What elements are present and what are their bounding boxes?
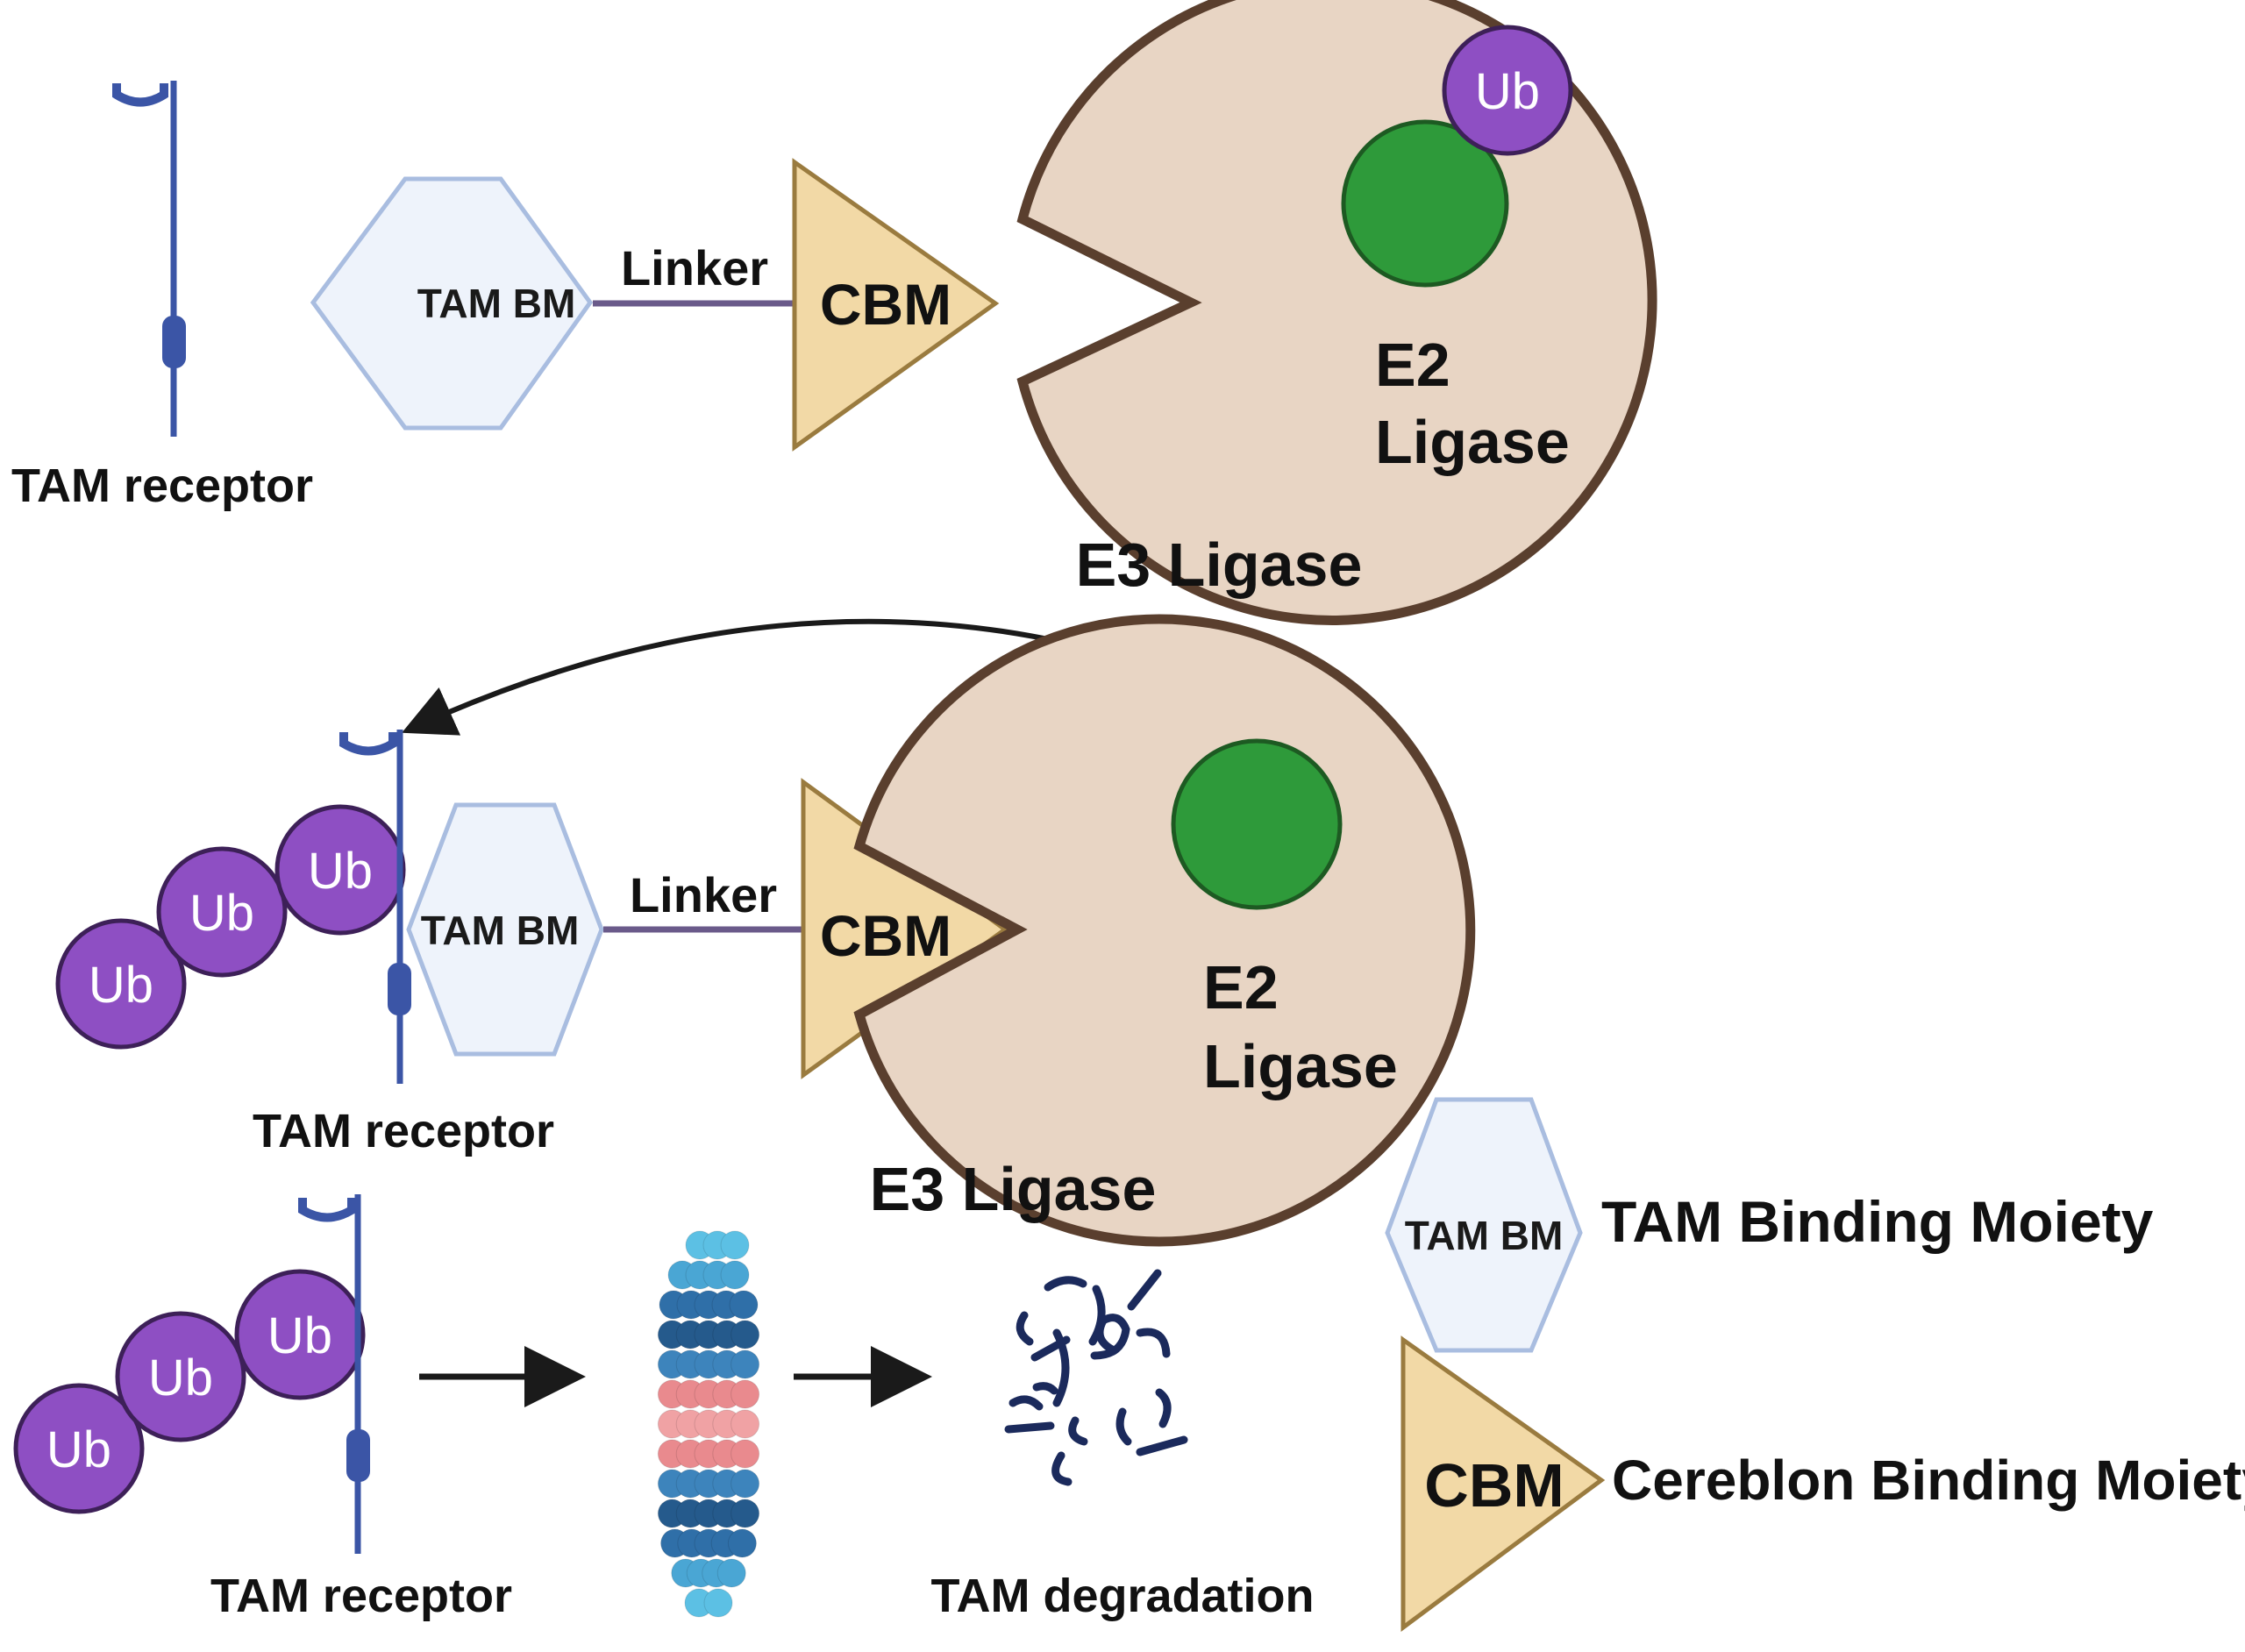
proteasome-bead <box>720 1260 750 1290</box>
triangle-label: CBM <box>820 272 951 337</box>
proteasome-bead <box>731 1320 760 1349</box>
receptor-label: TAM receptor <box>253 1105 554 1157</box>
legend-triangle <box>1400 1335 1606 1632</box>
panel-2: Ub Ub Ub TAM BM TAM receptor Linker CBM … <box>55 614 1476 1247</box>
legend-hexagon <box>1385 1097 1583 1353</box>
ub-label: Ub <box>148 1349 213 1406</box>
ub-circle <box>115 1311 246 1442</box>
proteasome-bead <box>731 1439 760 1469</box>
receptor-label: TAM receptor <box>11 459 313 512</box>
ub-label: Ub <box>189 885 254 942</box>
legend-hexagon-desc: TAM Binding Moiety <box>1601 1189 2154 1254</box>
ub-label: Ub <box>46 1421 111 1478</box>
peptide-fragments-icon <box>1004 1269 1188 1486</box>
ub-label: Ub <box>1475 63 1540 120</box>
proteasome-bead <box>729 1290 759 1320</box>
proteasome-bead <box>727 1528 757 1558</box>
ub-label: Ub <box>308 843 373 900</box>
ub-label: Ub <box>267 1307 332 1364</box>
proteasome-bead <box>716 1558 746 1588</box>
linker-label: Linker <box>621 240 768 296</box>
legend: TAM BM TAM Binding Moiety CBM Cereblon B… <box>1385 1097 2245 1632</box>
proteasome-bead <box>720 1230 750 1260</box>
tam-bm-hexagon <box>310 176 594 431</box>
e3-label: E3 Ligase <box>870 1155 1157 1223</box>
e2-label-line1: E2 <box>1375 331 1450 399</box>
e2-label-line2: Ligase <box>1203 1032 1398 1100</box>
cbm-triangle <box>792 158 1000 452</box>
proteasome-bead <box>731 1469 760 1499</box>
triangle-label: CBM <box>820 903 951 968</box>
legend-triangle-desc: Cereblon Binding Moiety <box>1612 1449 2245 1512</box>
proteasome-bead <box>731 1379 760 1409</box>
legend-hexagon-label: TAM BM <box>1405 1213 1564 1258</box>
e2-label-line1: E2 <box>1203 953 1279 1022</box>
degradation-label: TAM degradation <box>931 1570 1315 1622</box>
ub-circle <box>13 1383 145 1514</box>
proteasome-bead <box>731 1499 760 1528</box>
tam-receptor-icon <box>112 81 186 437</box>
linker-label: Linker <box>630 867 777 922</box>
ub-circle <box>274 804 406 936</box>
panel-1: TAM receptor TAM BM Linker CBM E3 Ligase… <box>11 0 1657 625</box>
receptor-label: TAM receptor <box>210 1570 512 1622</box>
hexagon-label: TAM BM <box>421 908 580 953</box>
tam-bm-hexagon <box>406 802 604 1057</box>
e3-label: E3 Ligase <box>1076 530 1363 599</box>
ub-circle <box>234 1269 366 1400</box>
panel-3: Ub Ub Ub TAM receptor <box>13 1194 1315 1622</box>
tam-receptor-icon <box>339 730 411 1084</box>
e2-ligase-circle <box>1171 738 1343 910</box>
proteasome-icon <box>657 1230 760 1618</box>
ub-label: Ub <box>89 957 153 1014</box>
proteasome-bead <box>731 1409 760 1439</box>
proteasome-bead <box>703 1588 733 1618</box>
e2-ligase-circle <box>1341 119 1509 288</box>
e2-label-line2: Ligase <box>1375 408 1570 476</box>
ub-circle <box>156 846 288 978</box>
hexagon-label: TAM BM <box>417 281 576 326</box>
tam-receptor-icon <box>298 1194 370 1554</box>
e3-ligase-shape <box>1016 0 1657 625</box>
ub-circle <box>55 918 187 1050</box>
legend-triangle-label: CBM <box>1424 1451 1564 1520</box>
ub-circle <box>1442 25 1573 156</box>
proteasome-bead <box>731 1349 760 1379</box>
